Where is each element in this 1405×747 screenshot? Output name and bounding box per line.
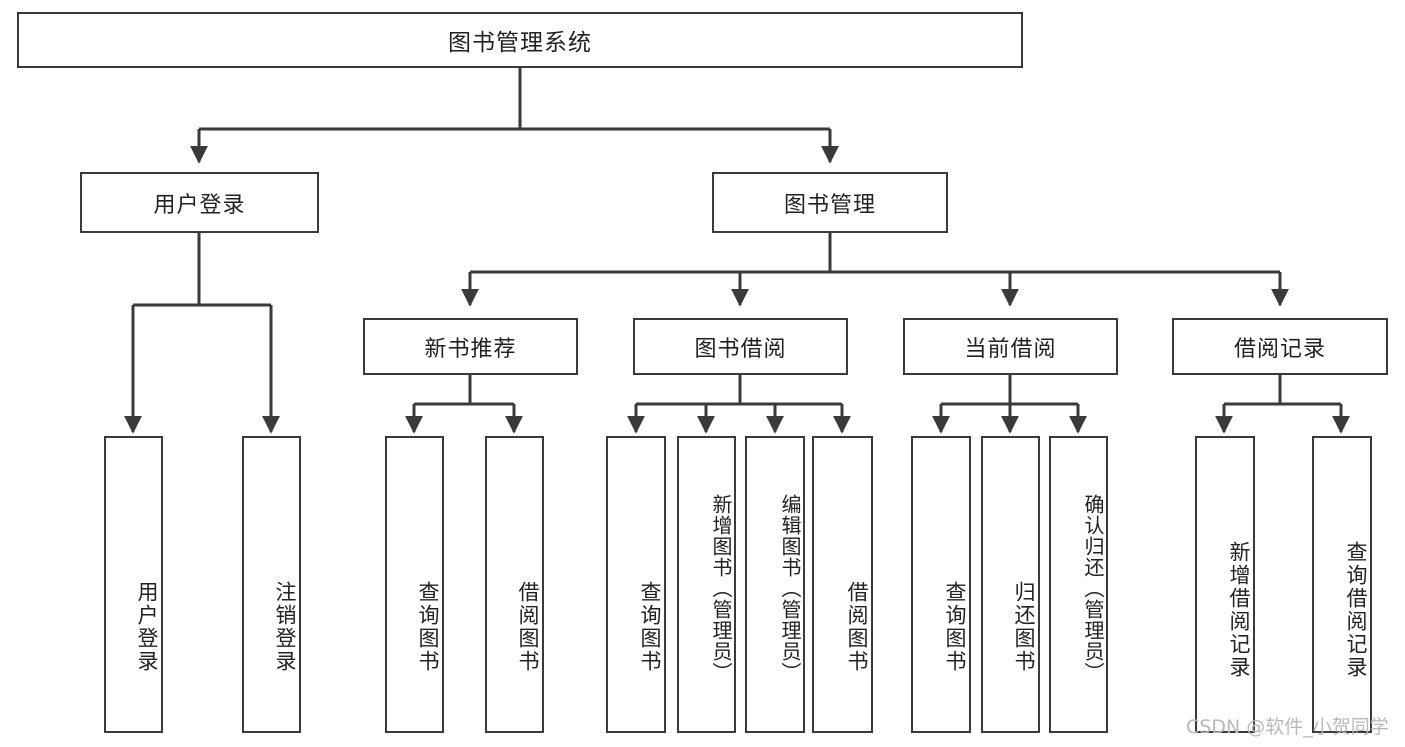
leaf-query-borrow-record-label: 查询借阅记录 (1344, 540, 1368, 679)
leaf-edit-book-admin[interactable]: 编辑图书（管理员） (745, 436, 805, 733)
leaf-query-book-current[interactable]: 查询图书 (911, 436, 971, 733)
leaf-borrow-book[interactable]: 借阅图书 (812, 436, 873, 733)
leaf-confirm-return-admin[interactable]: 确认归还（管理员） (1049, 436, 1108, 733)
node-borrow-record-label: 借阅记录 (1233, 336, 1326, 362)
leaf-logout[interactable]: 注销登录 (242, 436, 301, 733)
node-new-book-recommend-label: 新书推荐 (424, 336, 517, 362)
node-user-login-label: 用户登录 (153, 192, 246, 218)
node-user-login[interactable]: 用户登录 (80, 172, 319, 233)
leaf-confirm-return-admin-label: 确认归还（管理员） (1081, 494, 1105, 683)
node-current-borrow-label: 当前借阅 (964, 336, 1057, 362)
leaf-add-book-admin-label: 新增图书（管理员） (709, 494, 733, 683)
node-borrow-record[interactable]: 借阅记录 (1172, 318, 1388, 375)
leaf-return-book[interactable]: 归还图书 (981, 436, 1040, 733)
leaf-query-book-borrow-label: 查询图书 (638, 580, 662, 673)
node-book-borrow-label: 图书借阅 (694, 336, 787, 362)
leaf-query-book-recommend[interactable]: 查询图书 (385, 436, 444, 733)
node-current-borrow[interactable]: 当前借阅 (903, 318, 1118, 375)
leaf-user-login-label: 用户登录 (135, 580, 159, 673)
node-new-book-recommend[interactable]: 新书推荐 (363, 318, 578, 375)
node-root-label: 图书管理系统 (448, 30, 592, 56)
leaf-return-book-label: 归还图书 (1012, 580, 1036, 673)
node-book-management-label: 图书管理 (783, 192, 876, 218)
csdn-watermark: CSDN @软件_小贺同学 (1186, 716, 1389, 738)
leaf-query-book-borrow[interactable]: 查询图书 (606, 436, 666, 733)
leaf-borrow-book-label: 借阅图书 (845, 580, 869, 673)
leaf-query-book-current-label: 查询图书 (943, 580, 967, 673)
leaf-edit-book-admin-label: 编辑图书（管理员） (778, 494, 802, 683)
leaf-borrow-book-recommend-label: 借阅图书 (516, 580, 540, 673)
leaf-add-borrow-record[interactable]: 新增借阅记录 (1195, 436, 1255, 733)
node-book-management[interactable]: 图书管理 (712, 172, 948, 233)
node-root-system[interactable]: 图书管理系统 (17, 12, 1023, 68)
leaf-query-borrow-record[interactable]: 查询借阅记录 (1312, 436, 1372, 733)
leaf-user-login[interactable]: 用户登录 (104, 436, 163, 733)
leaf-borrow-book-recommend[interactable]: 借阅图书 (485, 436, 544, 733)
node-book-borrow[interactable]: 图书借阅 (633, 318, 848, 375)
leaf-query-book-recommend-label: 查询图书 (416, 580, 440, 673)
leaf-logout-label: 注销登录 (273, 580, 297, 673)
leaf-add-book-admin[interactable]: 新增图书（管理员） (677, 436, 736, 733)
leaf-add-borrow-record-label: 新增借阅记录 (1227, 540, 1251, 679)
